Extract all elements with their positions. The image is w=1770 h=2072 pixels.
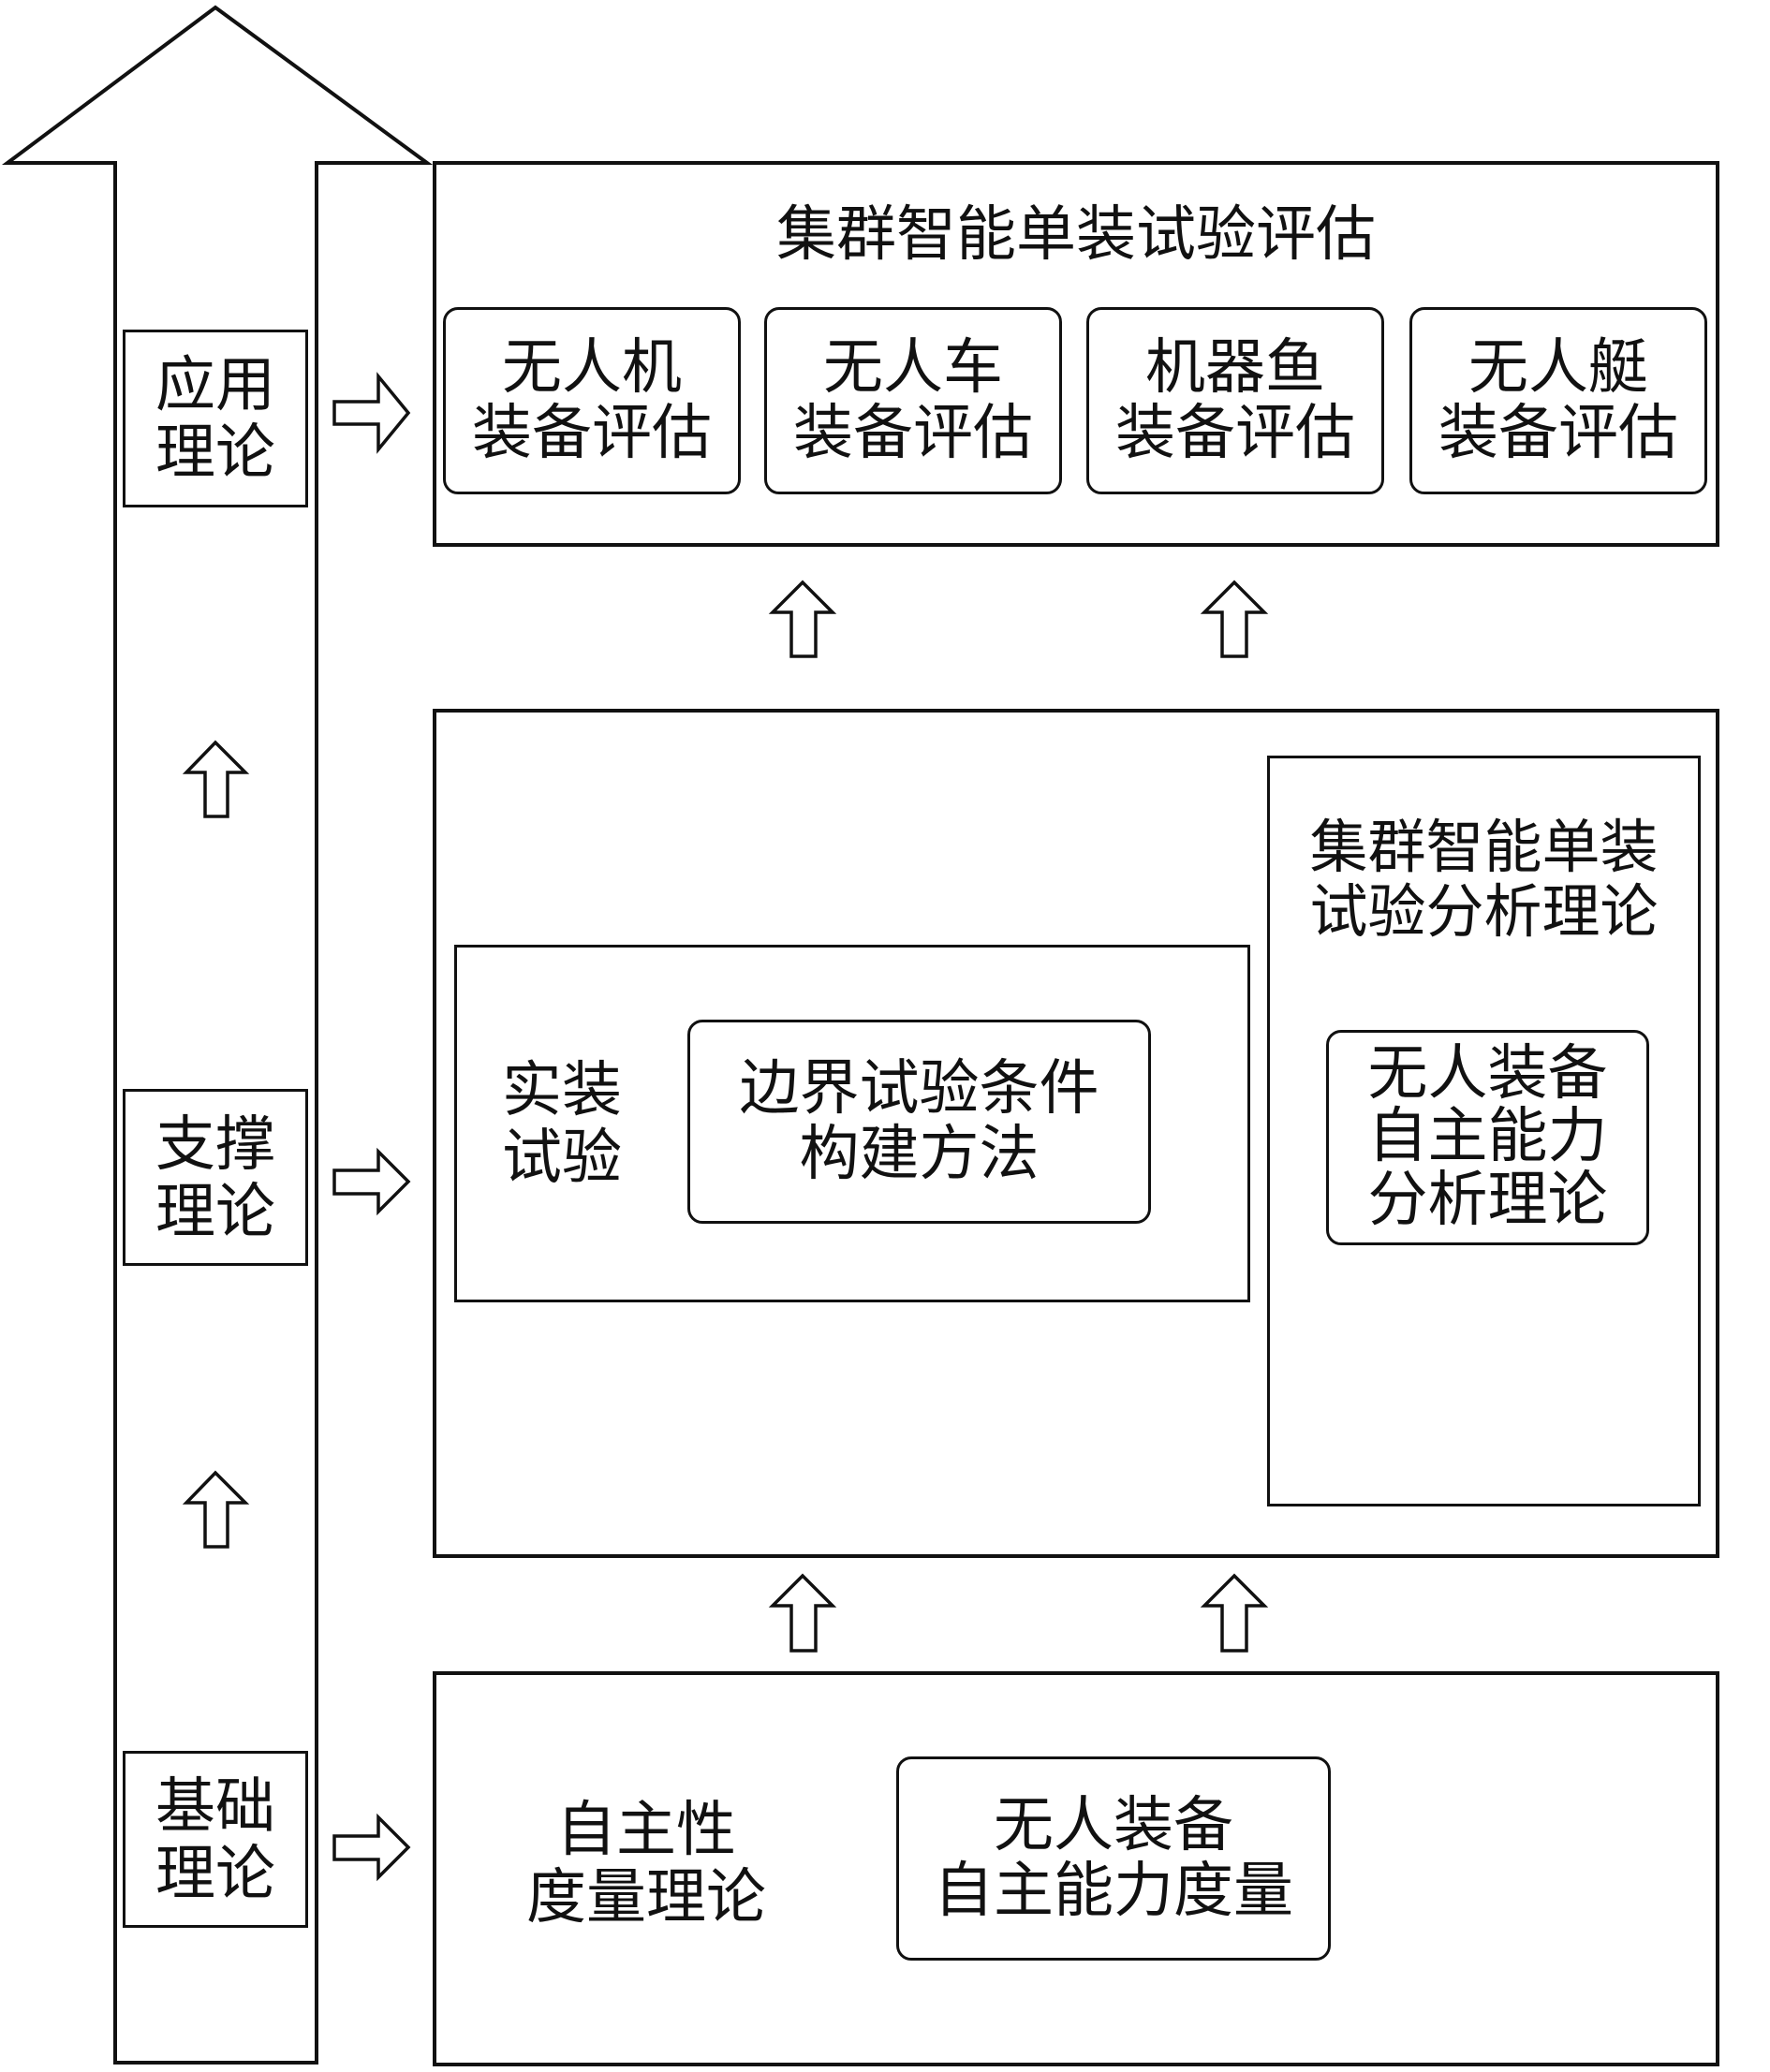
- up-arrow-icon: [182, 1470, 250, 1549]
- level-box-application: 应用 理论: [123, 330, 308, 507]
- level-label-line: 支撑: [155, 1110, 275, 1180]
- up-arrow-icon: [1200, 580, 1269, 658]
- level-label-line: 理论: [155, 1177, 275, 1247]
- card-line: 无人机: [502, 332, 682, 403]
- field-test-label-line: 实装: [502, 1056, 622, 1125]
- analysis-title-line: 集群智能单装: [1309, 813, 1659, 881]
- equipment-card-ugv: 无人车 装备评估: [764, 307, 1062, 494]
- big-up-arrow-icon: [1, 5, 434, 2065]
- equipment-card-uav: 无人机 装备评估: [443, 307, 741, 494]
- up-arrow-icon: [1200, 1573, 1269, 1653]
- card-line: 边界试验条件: [739, 1053, 1099, 1124]
- field-test-label-line: 试验: [502, 1123, 622, 1193]
- right-arrow-icon: [332, 372, 411, 454]
- card-line: 装备评估: [472, 399, 712, 468]
- top-section-title: 集群智能单装试验评估: [776, 200, 1376, 270]
- card-line: 构建方法: [799, 1120, 1040, 1189]
- equipment-card-usv: 无人艇 装备评估: [1409, 307, 1707, 494]
- up-arrow-icon: [768, 1573, 837, 1653]
- up-arrow-icon: [182, 740, 250, 818]
- level-box-support: 支撑 理论: [123, 1089, 308, 1266]
- equipment-card-robot-fish: 机器鱼 装备评估: [1086, 307, 1384, 494]
- autonomy-metric-card: 无人装备 自主能力度量: [896, 1756, 1331, 1961]
- autonomy-metric-theory-label: 自主性 度量理论: [487, 1796, 805, 1932]
- card-line: 机器鱼: [1145, 332, 1325, 403]
- card-line: 装备评估: [1438, 399, 1678, 468]
- card-line: 无人艇: [1468, 332, 1648, 403]
- bottom-label-line: 度量理论: [526, 1862, 766, 1932]
- card-line: 无人装备: [1367, 1039, 1608, 1109]
- field-test-label: 实装 试验: [482, 1056, 642, 1193]
- level-label-line: 理论: [155, 418, 275, 488]
- up-arrow-icon: [768, 580, 837, 658]
- level-label-line: 应用: [155, 351, 275, 420]
- analysis-title-line: 试验分析理论: [1309, 877, 1659, 947]
- bottom-label-line: 自主性: [556, 1796, 736, 1865]
- card-line: 装备评估: [1115, 399, 1355, 468]
- right-arrow-icon: [332, 1147, 411, 1216]
- level-label-line: 基础: [155, 1772, 275, 1842]
- card-line: 无人装备: [994, 1790, 1233, 1860]
- level-box-foundation: 基础 理论: [123, 1751, 308, 1928]
- card-line: 自主能力度量: [934, 1857, 1293, 1926]
- card-line: 装备评估: [793, 399, 1033, 468]
- card-line: 分析理论: [1367, 1165, 1608, 1235]
- card-line: 自主能力: [1367, 1102, 1608, 1172]
- right-arrow-icon: [332, 1813, 411, 1882]
- autonomy-analysis-card: 无人装备 自主能力 分析理论: [1326, 1030, 1649, 1245]
- level-label-line: 理论: [155, 1839, 275, 1909]
- card-line: 无人车: [823, 332, 1003, 403]
- boundary-condition-card: 边界试验条件 构建方法: [687, 1020, 1151, 1224]
